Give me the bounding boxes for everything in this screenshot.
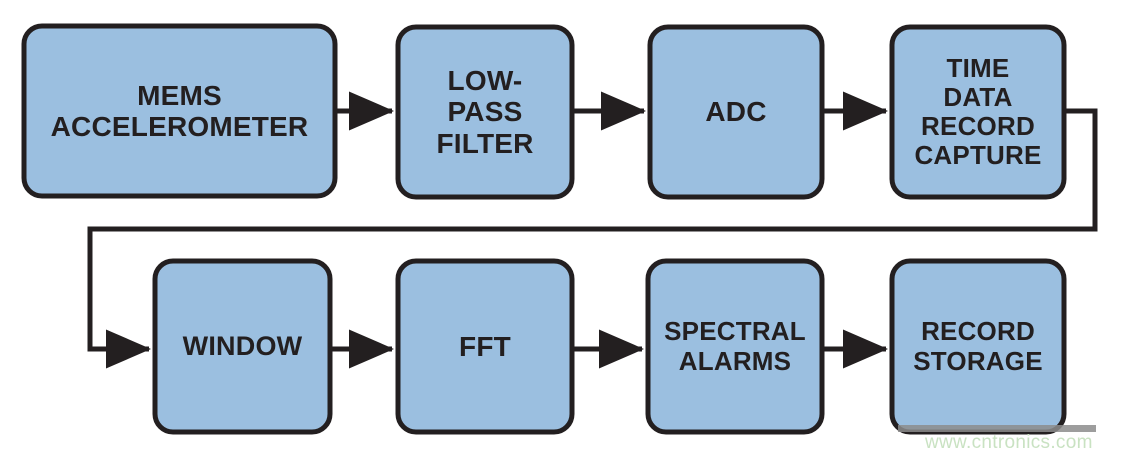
block-mems-accelerometer[interactable]	[21, 23, 338, 199]
block-fft[interactable]	[395, 258, 575, 435]
block-record-storage[interactable]	[889, 258, 1067, 435]
block-window[interactable]	[152, 258, 333, 435]
connector-time-data-record-capture-to-window	[87, 108, 1098, 369]
block-adc[interactable]	[647, 24, 825, 200]
watermark-bar	[898, 425, 1096, 432]
block-low-pass-filter[interactable]	[395, 24, 575, 200]
block-time-data-record-capture[interactable]	[889, 24, 1067, 200]
block-spectral-alarms[interactable]	[645, 258, 825, 435]
watermark-text: www.cntronics.com	[925, 432, 1093, 453]
